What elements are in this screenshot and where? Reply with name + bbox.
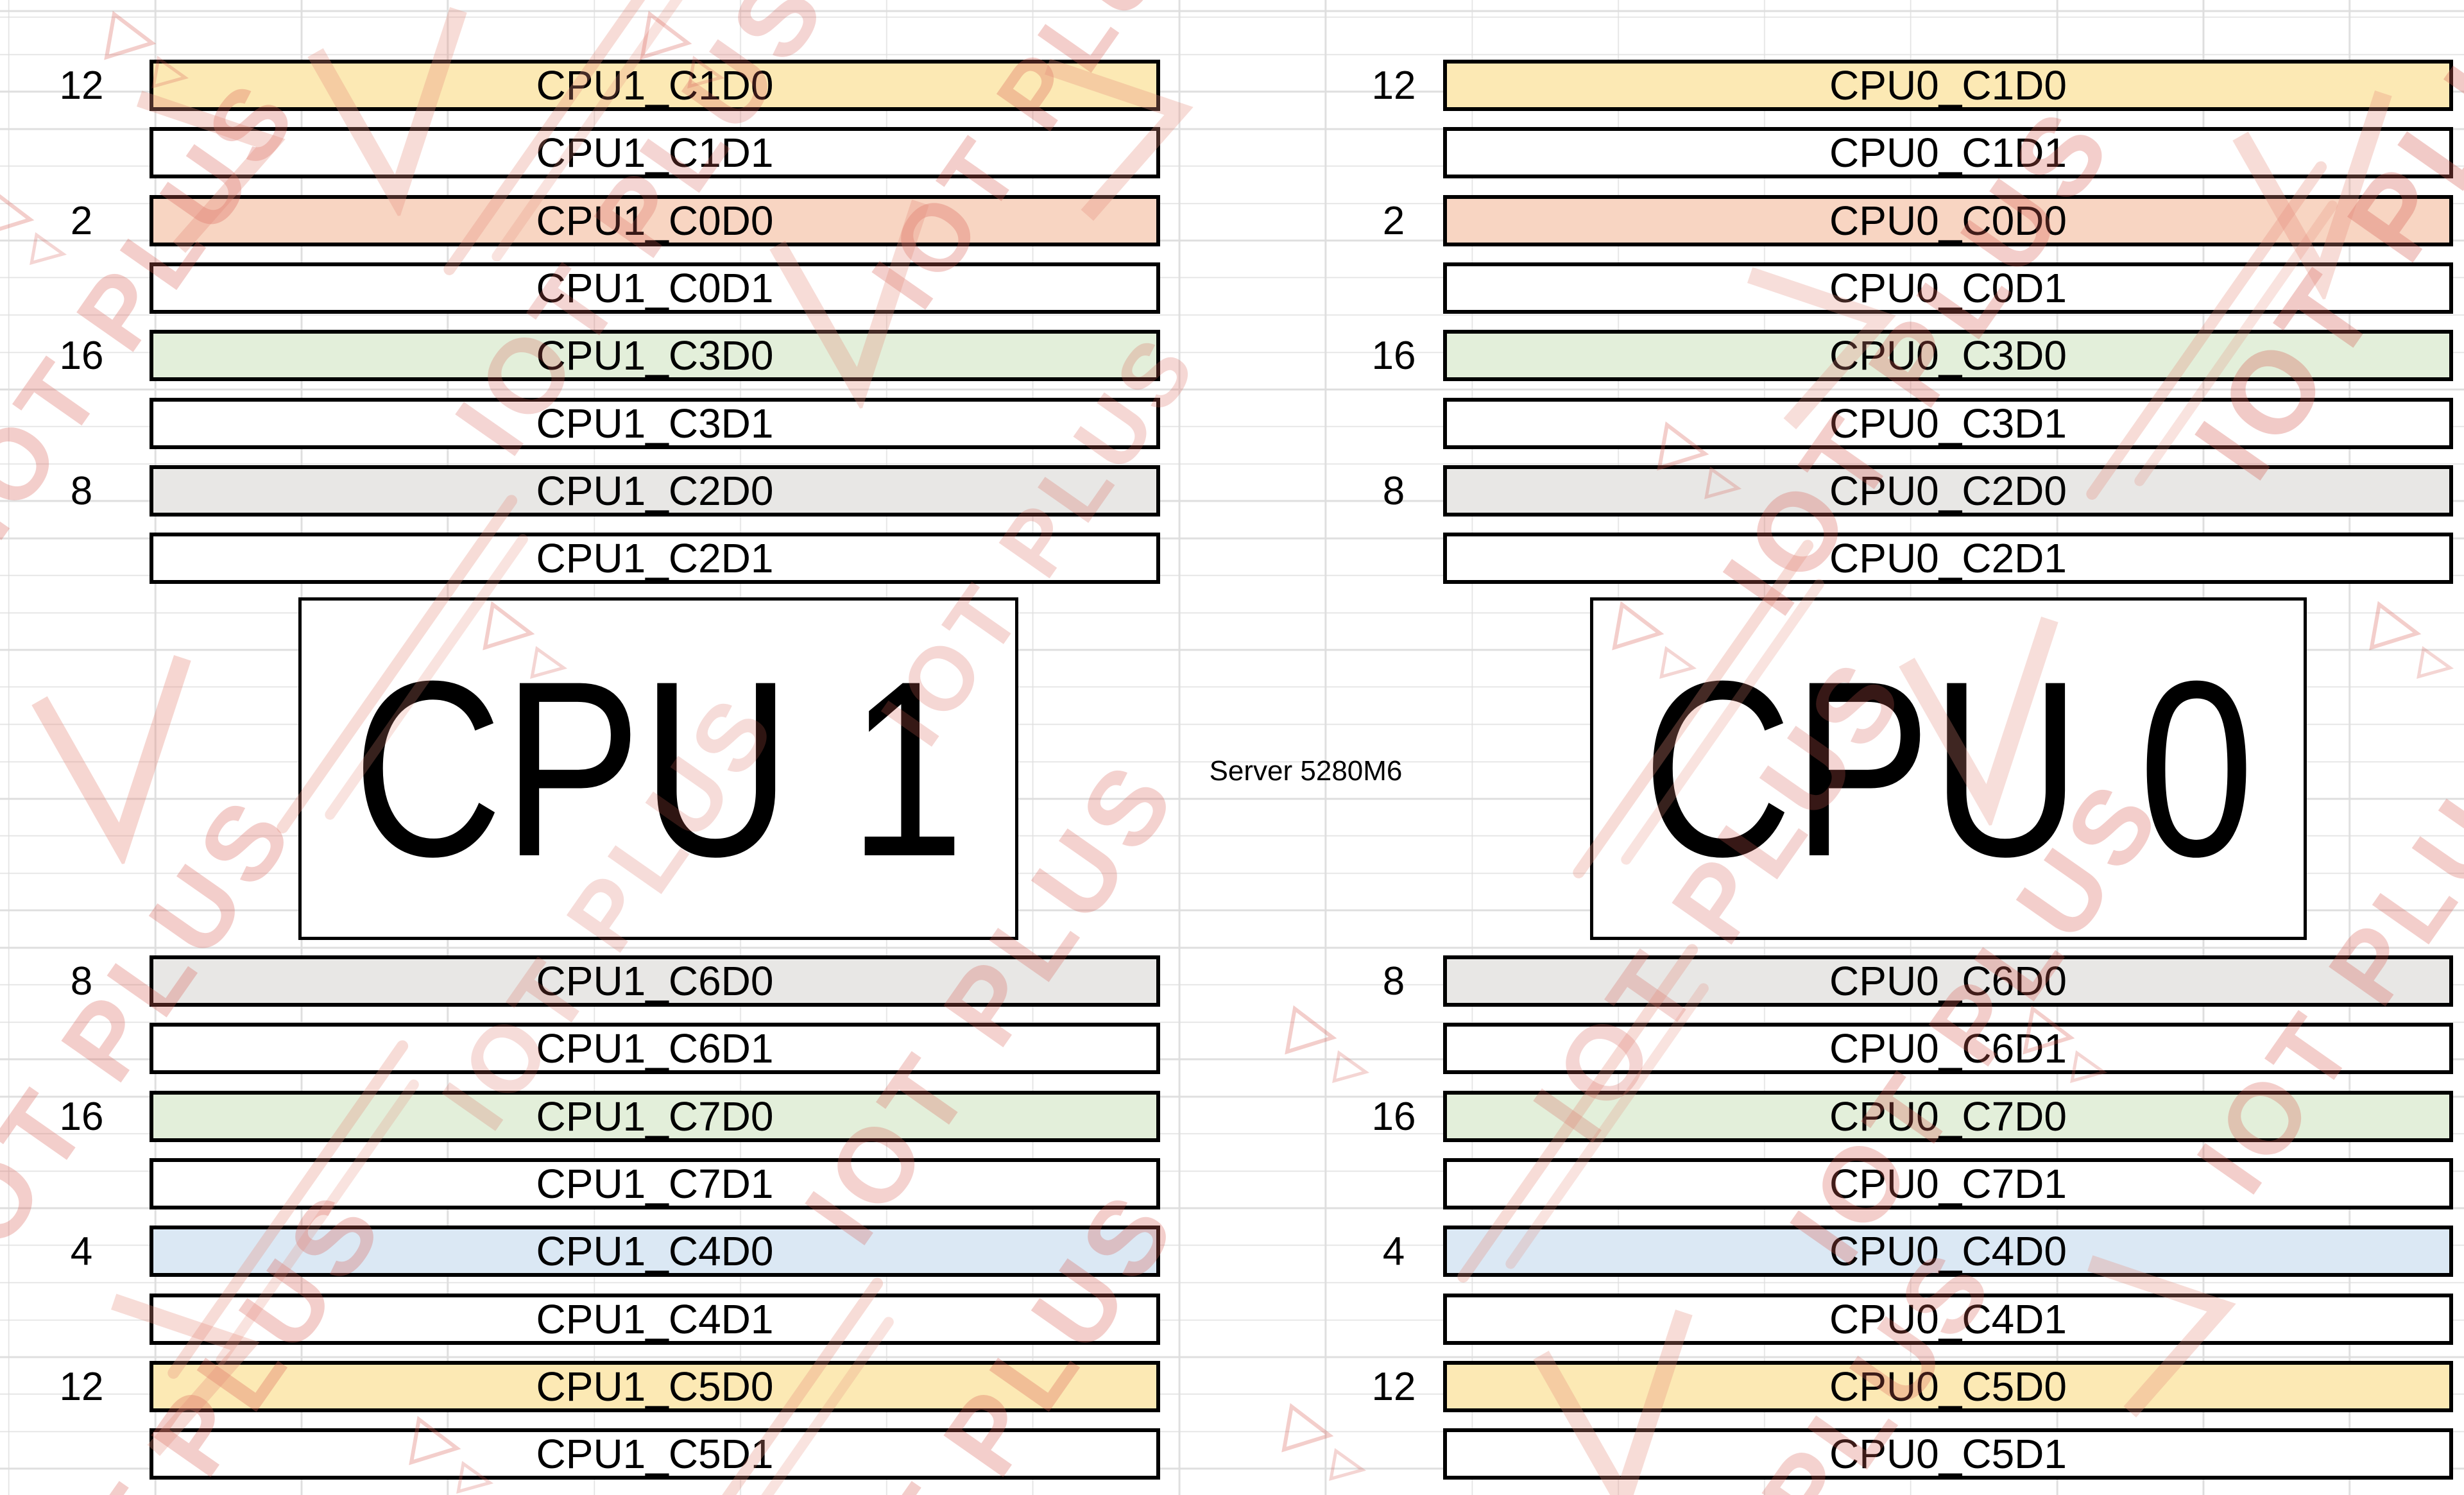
slot-label: CPU1_C3D0 [536,332,774,379]
slot-label: CPU0_C7D1 [1829,1161,2067,1207]
slot-cpu0_c6d1: CPU0_C6D1 [1443,1023,2453,1074]
slot-cpu1_c5d1: CPU1_C5D1 [150,1428,1160,1480]
slot-cpu0_c6d0: CPU0_C6D0 [1443,955,2453,1007]
slot-cpu1_c0d0: CPU1_C0D0 [150,195,1160,246]
slot-count: 12 [1371,63,1416,108]
slot-cpu1_c5d0: CPU1_C5D0 [150,1361,1160,1412]
slot-count: 4 [1382,1229,1405,1274]
slot-count: 16 [59,1094,104,1139]
slot-label: CPU1_C2D0 [536,468,774,514]
slot-count: 12 [1371,1364,1416,1409]
slot-label: CPU1_C1D1 [536,130,774,176]
slot-cpu0_c1d0: CPU0_C1D0 [1443,60,2453,111]
slot-cpu1_c6d0: CPU1_C6D0 [150,955,1160,1007]
slot-count: 16 [59,333,104,378]
slot-label: CPU0_C3D1 [1829,400,2067,447]
slot-label: CPU0_C5D0 [1829,1363,2067,1410]
slot-label: CPU0_C4D1 [1829,1296,2067,1342]
slot-count: 8 [1382,468,1405,513]
slot-cpu0_c2d0: CPU0_C2D0 [1443,465,2453,517]
cpu1-box: CPU 1 [298,597,1018,940]
slot-cpu1_c7d1: CPU1_C7D1 [150,1158,1160,1209]
slot-label: CPU0_C2D1 [1829,535,2067,581]
slot-label: CPU0_C0D1 [1829,265,2067,311]
slot-label: CPU0_C6D0 [1829,958,2067,1004]
slot-label: CPU1_C1D0 [536,62,774,108]
slot-cpu1_c2d0: CPU1_C2D0 [150,465,1160,517]
slot-count: 8 [70,959,93,1004]
slot-label: CPU0_C0D0 [1829,198,2067,244]
slot-label: CPU0_C4D0 [1829,1228,2067,1274]
slot-label: CPU0_C1D1 [1829,130,2067,176]
slot-count: 12 [59,63,104,108]
slot-label: CPU1_C0D1 [536,265,774,311]
slot-cpu0_c4d1: CPU0_C4D1 [1443,1294,2453,1345]
slot-cpu0_c1d1: CPU0_C1D1 [1443,127,2453,178]
slot-cpu0_c7d1: CPU0_C7D1 [1443,1158,2453,1209]
slot-label: CPU0_C5D1 [1829,1431,2067,1477]
slot-count: 2 [70,198,93,243]
slot-label: CPU0_C6D1 [1829,1025,2067,1072]
slot-cpu1_c0d1: CPU1_C0D1 [150,262,1160,314]
slot-cpu1_c2d1: CPU1_C2D1 [150,533,1160,584]
slot-cpu1_c4d0: CPU1_C4D0 [150,1226,1160,1277]
slot-cpu1_c3d1: CPU1_C3D1 [150,398,1160,449]
slot-cpu1_c3d0: CPU1_C3D0 [150,330,1160,381]
slot-label: CPU0_C7D0 [1829,1093,2067,1140]
slot-cpu1_c1d0: CPU1_C1D0 [150,60,1160,111]
slot-label: CPU0_C3D0 [1829,332,2067,379]
slot-cpu1_c7d0: CPU1_C7D0 [150,1091,1160,1142]
cpu1-box-label: CPU 1 [352,629,964,909]
slot-count: 2 [1382,198,1405,243]
slot-label: CPU1_C7D1 [536,1161,774,1207]
slot-count: 8 [1382,959,1405,1004]
slot-label: CPU0_C2D0 [1829,468,2067,514]
slot-label: CPU1_C4D0 [536,1228,774,1274]
slot-label: CPU1_C6D1 [536,1025,774,1072]
slot-label: CPU1_C6D0 [536,958,774,1004]
slot-cpu0_c5d1: CPU0_C5D1 [1443,1428,2453,1480]
server-model-label: Server 5280M6 [1209,755,1403,787]
slot-label: CPU1_C5D0 [536,1363,774,1410]
slot-cpu1_c1d1: CPU1_C1D1 [150,127,1160,178]
slot-count: 12 [59,1364,104,1409]
slot-label: CPU0_C1D0 [1829,62,2067,108]
slot-cpu0_c4d0: CPU0_C4D0 [1443,1226,2453,1277]
slot-cpu0_c0d1: CPU0_C0D1 [1443,262,2453,314]
slot-count: 4 [70,1229,93,1274]
slot-label: CPU1_C0D0 [536,198,774,244]
slot-cpu1_c4d1: CPU1_C4D1 [150,1294,1160,1345]
slot-cpu0_c3d1: CPU0_C3D1 [1443,398,2453,449]
slot-count: 16 [1371,333,1416,378]
slot-label: CPU1_C7D0 [536,1093,774,1140]
slot-label: CPU1_C3D1 [536,400,774,447]
slot-label: CPU1_C4D1 [536,1296,774,1342]
slot-cpu0_c2d1: CPU0_C2D1 [1443,533,2453,584]
cpu0-box: CPU 0 [1590,597,2307,940]
slot-cpu0_c3d0: CPU0_C3D0 [1443,330,2453,381]
slot-count: 16 [1371,1094,1416,1139]
slot-cpu1_c6d1: CPU1_C6D1 [150,1023,1160,1074]
cpu0-box-label: CPU 0 [1642,629,2255,909]
slot-cpu0_c5d0: CPU0_C5D0 [1443,1361,2453,1412]
slot-label: CPU1_C5D1 [536,1431,774,1477]
slot-cpu0_c7d0: CPU0_C7D0 [1443,1091,2453,1142]
slot-label: CPU1_C2D1 [536,535,774,581]
slot-cpu0_c0d0: CPU0_C0D0 [1443,195,2453,246]
slot-count: 8 [70,468,93,513]
